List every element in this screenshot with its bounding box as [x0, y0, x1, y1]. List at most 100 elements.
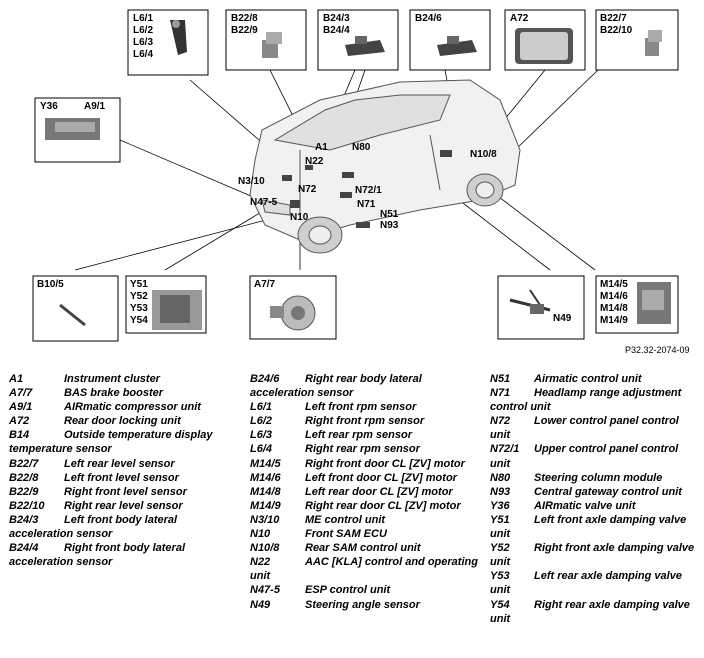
callout-label: Y54	[130, 315, 148, 326]
legend-description: Central gateway control unit	[534, 485, 682, 498]
callout-b10: B10/5	[32, 275, 119, 342]
legend-code: B24/3	[9, 513, 39, 526]
legend-code: A7/7	[9, 387, 33, 400]
callout-label: B22/8	[231, 13, 258, 24]
legend-description: Instrument cluster	[64, 373, 160, 385]
legend-description: Rear door locking unit	[64, 415, 181, 428]
label-n10: N10	[290, 212, 309, 223]
callout-b24-front: B24/3 B24/4	[317, 9, 399, 71]
legend-description: Right rear level sensor	[64, 499, 183, 512]
legend-description: Right front body lateral acceleration se…	[9, 542, 185, 569]
legend-code: M14/5	[250, 457, 281, 470]
legend-code: A9/1	[9, 401, 33, 414]
legend-code: N10/8	[250, 542, 280, 555]
legend-code: B22/8	[9, 471, 39, 484]
label-n93: N93	[380, 220, 399, 231]
label-n47-5: N47-5	[250, 197, 278, 208]
legend-code: B22/7	[9, 457, 39, 470]
legend-item: L6/2 Right front rpm sensor	[250, 414, 482, 428]
legend-description: Right front rpm sensor	[305, 415, 425, 428]
legend-description: Left rear rpm sensor	[305, 429, 412, 442]
callout-label: M14/6	[600, 291, 628, 302]
legend-description: Steering angle sensor	[305, 598, 420, 611]
legend-description: Outside temperature display temperature …	[9, 429, 213, 456]
legend-code: M14/6	[250, 471, 281, 484]
legend-description: Rear SAM control unit	[305, 542, 421, 555]
callout-m14: M14/5 M14/6 M14/8 M14/9	[595, 275, 679, 334]
legend-description: Left front door CL [ZV] motor	[305, 471, 457, 484]
legend-description: Right rear axle damping valve unit	[490, 598, 690, 625]
legend-item: A7/7 BAS brake booster	[9, 386, 241, 400]
legend-code: A72	[9, 415, 30, 428]
label-n72-1: N72/1	[355, 185, 382, 196]
legend-code: N72/1	[490, 443, 520, 456]
legend-code: L6/3	[250, 429, 273, 442]
legend-code: B24/6	[250, 373, 280, 385]
label-n22: N22	[305, 156, 324, 167]
legend-description: BAS brake booster	[64, 387, 164, 400]
callout-label: L6/2	[133, 25, 153, 36]
legend-code: B24/4	[9, 542, 39, 555]
callout-a7: A7/7	[249, 275, 337, 340]
callout-label: A72	[510, 13, 529, 24]
callout-label: B24/3	[323, 13, 350, 24]
callout-label: L6/4	[133, 49, 153, 60]
callout-label: Y53	[130, 303, 148, 314]
callout-b22-front: B22/8 B22/9	[225, 9, 307, 71]
legend-code: Y52	[490, 542, 510, 555]
legend-code: N47-5	[250, 584, 280, 597]
callout-label: L6/3	[133, 37, 153, 48]
legend-code: L6/2	[250, 415, 273, 428]
legend-code: Y51	[490, 513, 510, 526]
legend-code: L6/1	[250, 401, 273, 414]
legend-code: N3/10	[250, 513, 280, 526]
legend-code: N80	[490, 471, 511, 484]
legend-code: N51	[490, 373, 511, 385]
callout-b24-rear: B24/6	[409, 9, 491, 71]
callout-l6: L6/1 L6/2 L6/3 L6/4	[127, 9, 209, 76]
legend-item: L6/3 Left rear rpm sensor	[250, 428, 482, 442]
callout-b22-rear: B22/7 B22/10	[595, 9, 679, 71]
callout-label: N49	[553, 313, 572, 324]
callout-label: B10/5	[37, 279, 64, 290]
legend-description: Left front rpm sensor	[305, 401, 417, 414]
callout-label: L6/1	[133, 13, 153, 24]
legend-code: B14	[9, 429, 30, 442]
legend-description: ME control unit	[305, 513, 386, 526]
legend-description: Upper control panel control unit	[490, 443, 679, 470]
legend-description: Right rear body lateral acceleration sen…	[250, 373, 422, 400]
legend-description: Lower control panel control unit	[490, 415, 679, 442]
legend-code: N10	[250, 528, 271, 541]
callout-label: A7/7	[254, 279, 276, 290]
legend-code: N72	[490, 415, 511, 428]
callout-label: B22/10	[600, 25, 633, 36]
vehicle-labels: A1 N80 N22 N3/10 N72 N72/1 N47-5 N71 N10…	[238, 142, 497, 231]
legend-code: M14/9	[250, 499, 281, 512]
legend-description: Left front body lateral acceleration sen…	[9, 513, 178, 541]
label-a1: A1	[315, 142, 328, 153]
callout-label: B24/4	[323, 25, 350, 36]
legend-description: Left front axle damping valve unit	[490, 513, 687, 541]
